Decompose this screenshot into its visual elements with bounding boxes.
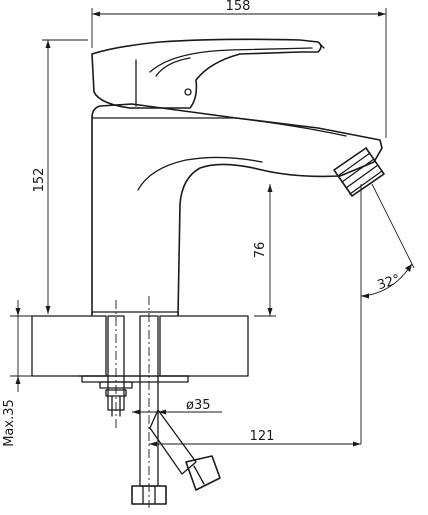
center-lines	[115, 296, 150, 508]
dimension-spout-reach: 121	[149, 429, 361, 447]
dimension-label-thickness: Max.35	[2, 399, 17, 447]
dimension-spout-angle: 32°	[360, 183, 415, 444]
aerator	[333, 147, 385, 197]
faucet-body	[91, 103, 385, 317]
dimension-label-height: 152	[32, 168, 47, 193]
dimension-max-thickness: Max.35	[2, 300, 80, 447]
dimension-overall-length: 158	[91, 0, 387, 138]
dimension-hole-diameter: ø35	[132, 398, 222, 415]
dimension-overall-height: 152	[32, 39, 88, 314]
dimension-spout-height: 76	[253, 184, 276, 317]
dimension-label-diameter: ø35	[186, 398, 211, 413]
dimension-label-length: 158	[226, 0, 251, 14]
lever-handle	[91, 38, 325, 109]
dimension-label-spout-height: 76	[253, 242, 268, 259]
dimension-label-angle: 32°	[376, 272, 403, 293]
dimension-label-reach: 121	[250, 429, 275, 444]
